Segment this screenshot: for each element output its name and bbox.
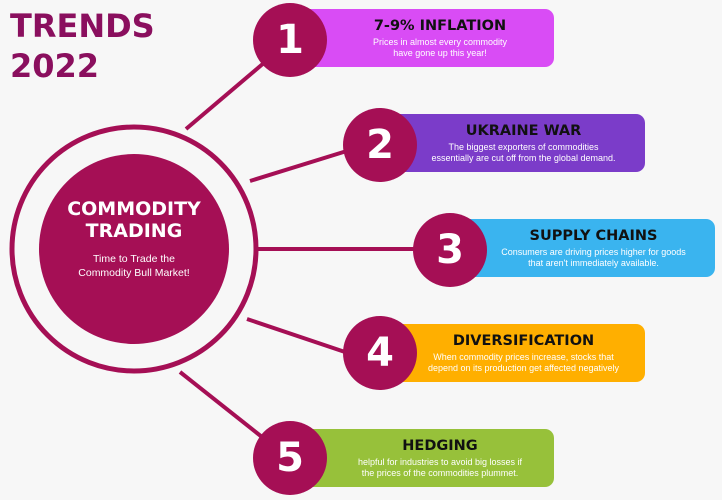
hub-title-line-2: TRADING bbox=[85, 220, 183, 242]
hub-subtitle-line-2: Commodity Bull Market! bbox=[78, 267, 190, 279]
card-description: When commodity prices increase, stocks t… bbox=[428, 352, 619, 373]
page-title: TRENDS 2022 bbox=[10, 6, 155, 86]
hub-subtitle-line-1: Time to Trade the bbox=[93, 253, 175, 265]
connector-5 bbox=[178, 370, 264, 439]
trend-card-diversification: DIVERSIFICATION When commodity prices in… bbox=[380, 324, 645, 382]
number-badge-5: 5 bbox=[253, 421, 327, 495]
number-badge-3: 3 bbox=[413, 213, 487, 287]
trend-card-ukraine-war: UKRAINE WAR The biggest exporters of com… bbox=[380, 114, 645, 172]
hub-circle: COMMODITY TRADING Time to Trade the Comm… bbox=[39, 154, 229, 344]
trend-card-hedging: HEDGING helpful for industries to avoid … bbox=[300, 429, 554, 487]
connector-4 bbox=[246, 317, 346, 354]
card-description: Prices in almost every commodity have go… bbox=[372, 37, 508, 58]
number-badge-2: 2 bbox=[343, 108, 417, 182]
card-title: HEDGING bbox=[402, 438, 478, 454]
connector-2 bbox=[249, 148, 351, 183]
number-badge-1: 1 bbox=[253, 3, 327, 77]
connector-1 bbox=[184, 60, 267, 131]
hub-subtitle: Time to Trade the Commodity Bull Market! bbox=[78, 252, 189, 280]
card-title: UKRAINE WAR bbox=[465, 123, 582, 139]
card-description: The biggest exporters of commodities ess… bbox=[431, 142, 616, 163]
card-title: DIVERSIFICATION bbox=[452, 333, 595, 349]
title-line-1: TRENDS bbox=[10, 7, 155, 45]
title-line-2: 2022 bbox=[10, 47, 100, 85]
trend-card-supply-chains: SUPPLY CHAINS Consumers are driving pric… bbox=[450, 219, 715, 277]
card-description: helpful for industries to avoid big loss… bbox=[357, 457, 523, 478]
trend-card-inflation: 7-9% INFLATION Prices in almost every co… bbox=[300, 9, 554, 67]
card-description: Consumers are driving prices higher for … bbox=[501, 247, 686, 268]
number-badge-4: 4 bbox=[343, 316, 417, 390]
card-title: 7-9% INFLATION bbox=[373, 18, 507, 34]
outer-ring bbox=[9, 124, 259, 374]
hub-title-line-1: COMMODITY bbox=[67, 198, 201, 220]
hub-title: COMMODITY TRADING bbox=[67, 198, 201, 242]
card-title: SUPPLY CHAINS bbox=[529, 228, 658, 244]
